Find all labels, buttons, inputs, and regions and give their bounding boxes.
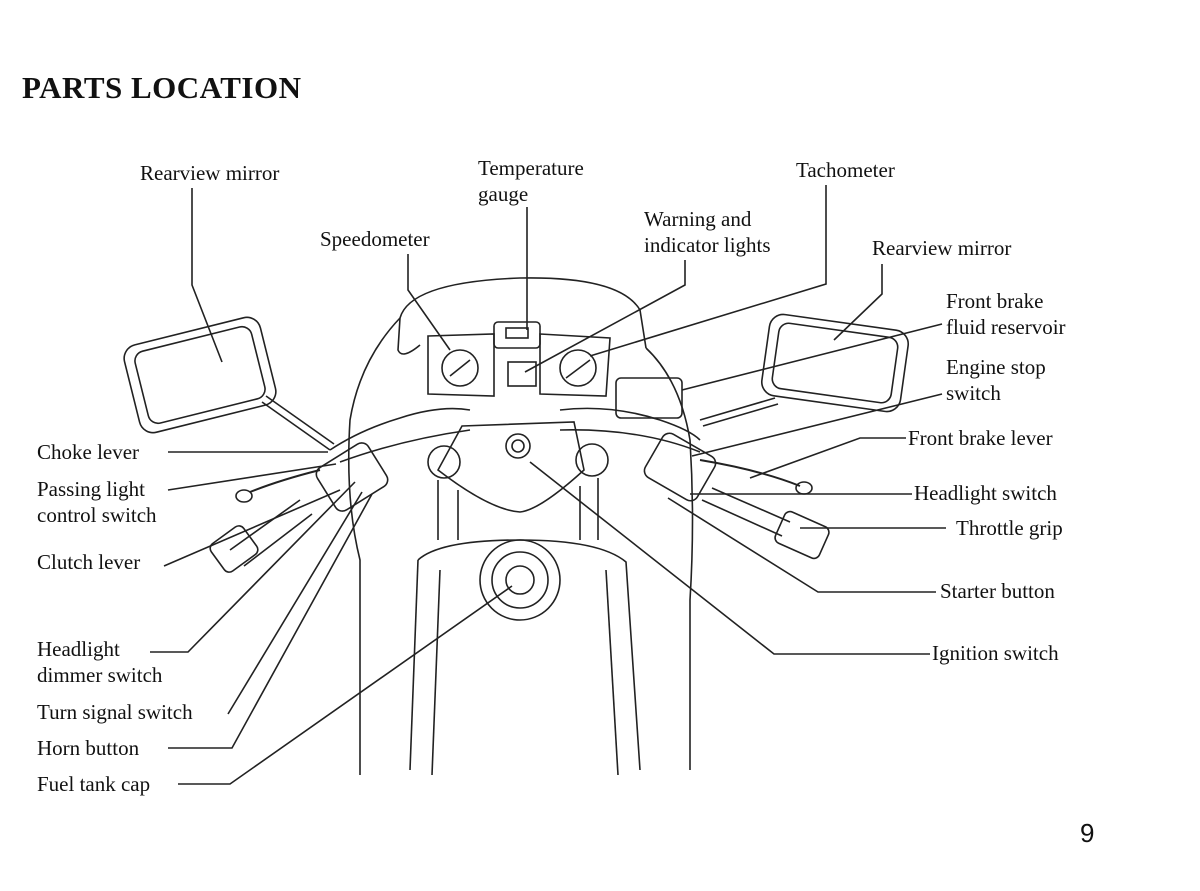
label-engine-stop-line-2: switch <box>946 381 1001 405</box>
leader-lines <box>150 185 946 785</box>
leader-speedometer <box>407 254 451 351</box>
leader-horn-button <box>168 493 373 749</box>
page-number: 9 <box>1080 818 1095 848</box>
label-throttle-grip: Throttle grip <box>956 516 1063 540</box>
leader-rearview-mirror-right <box>833 264 883 341</box>
label-warning-lights-line-2: indicator lights <box>644 233 771 257</box>
leader-passing-light <box>167 463 337 491</box>
leader-headlight-dimmer <box>150 481 356 653</box>
label-headlight-dimmer-line-1: Headlight <box>37 637 120 661</box>
leader-clutch-lever <box>163 489 341 567</box>
label-passing-light-line-1: Passing light <box>37 477 145 501</box>
label-headlight-dimmer-line-2: dimmer switch <box>37 663 163 687</box>
label-engine-stop-switch: Engine stop switch <box>946 354 1046 406</box>
leader-fuel-tank-cap <box>178 585 513 785</box>
label-front-brake-fluid-line-2: fluid reservoir <box>946 315 1066 339</box>
right-switch-housing <box>643 432 717 502</box>
label-front-brake-lever: Front brake lever <box>908 426 1053 450</box>
triple-clamp <box>436 421 585 513</box>
leader-front-brake-fluid <box>681 323 943 391</box>
label-headlight-switch: Headlight switch <box>914 481 1057 505</box>
leader-rearview-mirror-left <box>191 188 223 363</box>
right-mirror <box>760 313 910 413</box>
label-warning-lights: Warning and indicator lights <box>644 206 771 258</box>
label-headlight-dimmer-switch: Headlight dimmer switch <box>37 636 162 688</box>
motorcycle-drawing <box>123 277 910 776</box>
left-switch-housing <box>315 442 389 512</box>
label-passing-light-line-2: control switch <box>37 503 157 527</box>
label-rearview-mirror-right: Rearview mirror <box>872 236 1012 260</box>
windscreen <box>399 277 647 349</box>
label-front-brake-fluid-reservoir: Front brake fluid reservoir <box>946 288 1066 340</box>
leader-starter-button <box>667 497 936 593</box>
label-temperature-gauge-line-1: Temperature <box>478 156 584 180</box>
left-mirror <box>123 316 277 434</box>
page-title: PARTS LOCATION <box>22 70 302 105</box>
label-fuel-tank-cap: Fuel tank cap <box>37 772 151 796</box>
label-starter-button: Starter button <box>940 579 1055 603</box>
label-turn-signal-switch: Turn signal switch <box>37 700 193 724</box>
leader-turn-signal <box>227 491 363 715</box>
label-clutch-lever: Clutch lever <box>37 550 141 574</box>
label-ignition-switch: Ignition switch <box>932 641 1059 665</box>
label-choke-lever: Choke lever <box>37 440 140 464</box>
label-horn-button: Horn button <box>37 736 140 760</box>
leader-warning-lights <box>524 260 686 373</box>
label-temperature-gauge: Temperature gauge <box>478 155 584 207</box>
label-temperature-gauge-line-2: gauge <box>478 182 529 206</box>
right-grip <box>774 510 830 560</box>
leader-front-brake-lever <box>749 437 906 479</box>
leader-tachometer <box>589 185 827 357</box>
instrument-cluster <box>427 333 495 397</box>
label-passing-light-control-switch: Passing light control switch <box>37 476 157 528</box>
label-warning-lights-line-1: Warning and <box>644 207 752 231</box>
left-grip <box>209 525 259 573</box>
label-rearview-mirror-left: Rearview mirror <box>140 161 280 185</box>
fuel-cap <box>479 539 561 621</box>
leader-ignition-switch <box>529 461 930 655</box>
label-tachometer: Tachometer <box>796 158 895 182</box>
label-speedometer: Speedometer <box>320 227 430 251</box>
label-engine-stop-line-1: Engine stop <box>946 355 1046 379</box>
leader-engine-stop <box>691 393 943 457</box>
label-front-brake-fluid-line-1: Front brake <box>946 289 1044 313</box>
